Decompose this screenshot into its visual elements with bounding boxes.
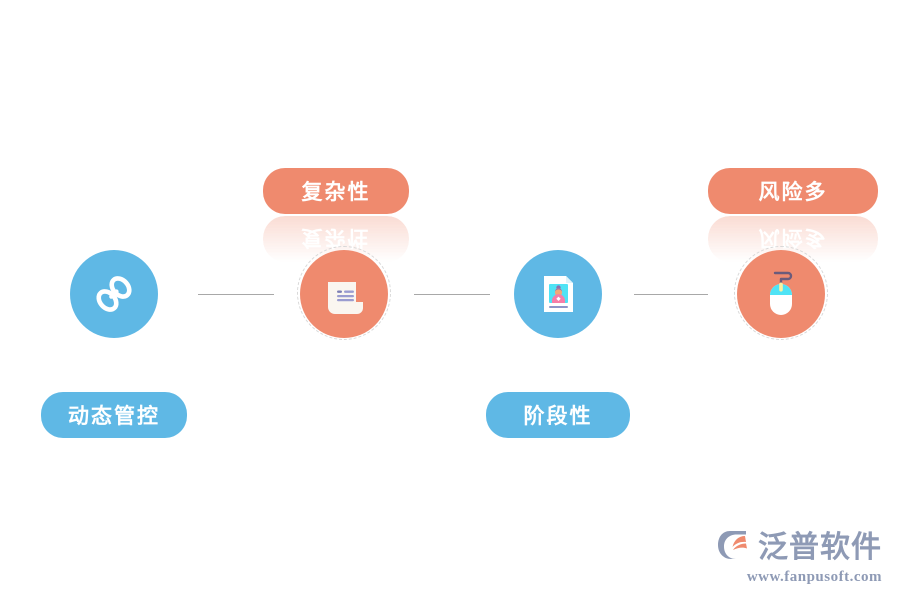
label-pill-dynamic-control[interactable]: 动态管控	[41, 392, 187, 438]
brand-logo-name: 泛普软件	[758, 530, 882, 564]
connector-line-3	[634, 294, 708, 295]
fanpu-logo-icon	[716, 528, 754, 567]
label-pill-risk-text: 风险多	[758, 181, 828, 204]
connector-line-2	[414, 294, 490, 295]
connector-line-1	[198, 294, 274, 295]
id-card-document-icon	[533, 269, 583, 319]
node-circle-complexity[interactable]	[300, 250, 388, 338]
brand-logo-url: www.fanpusoft.com	[746, 569, 882, 585]
label-pill-phased-text: 阶段性	[523, 405, 593, 428]
node-circle-dynamic-control[interactable]	[70, 250, 158, 338]
node-circle-phased[interactable]	[514, 250, 602, 338]
label-pill-complexity[interactable]: 复杂性	[263, 168, 409, 214]
scroll-document-icon	[319, 269, 369, 319]
brand-logo: 泛普软件 www.fanpusoft.com	[716, 528, 882, 586]
node-dashed-ring-complexity	[297, 246, 391, 340]
node-dashed-ring-risk	[734, 246, 828, 340]
brand-logo-row: 泛普软件	[716, 528, 882, 567]
label-pill-phased[interactable]: 阶段性	[486, 392, 630, 438]
label-pill-risk[interactable]: 风险多	[708, 168, 878, 214]
node-circle-risk[interactable]	[737, 250, 825, 338]
label-pill-dynamic-control-text: 动态管控	[68, 405, 160, 428]
label-pill-complexity-text: 复杂性	[301, 181, 371, 204]
chain-link-icon	[89, 269, 139, 319]
computer-mouse-icon	[756, 269, 806, 319]
